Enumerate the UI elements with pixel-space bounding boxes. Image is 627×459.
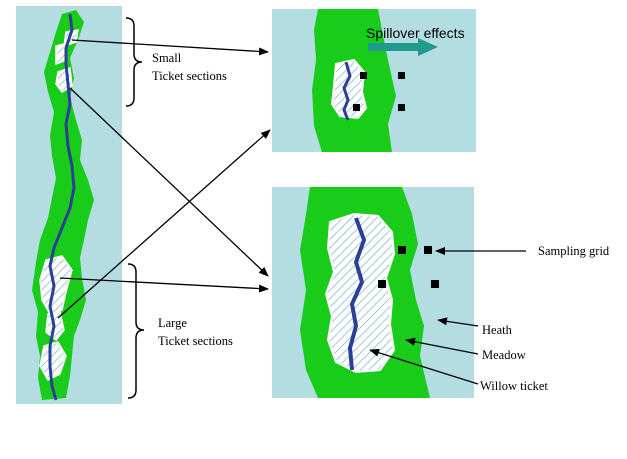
grid-point bbox=[398, 246, 406, 254]
overview-river bbox=[48, 13, 76, 401]
brace-small bbox=[125, 17, 143, 107]
grid-point bbox=[424, 246, 432, 254]
overview-thicket-large-c bbox=[39, 341, 67, 381]
arrow-willow bbox=[369, 348, 479, 385]
spillover-arrow bbox=[368, 38, 438, 56]
small-section-zoom-panel: Spillover effects bbox=[272, 9, 476, 152]
large-zoom-river bbox=[347, 217, 367, 371]
spillover-label: Spillover effects bbox=[366, 25, 465, 41]
small-sections-label-1: Small bbox=[152, 51, 182, 65]
heath-label: Heath bbox=[482, 323, 513, 337]
grid-point bbox=[378, 280, 386, 288]
large-zoom-thicket bbox=[324, 212, 396, 374]
large-section-zoom-panel bbox=[272, 187, 474, 398]
small-sections-label-2: Ticket sections bbox=[152, 69, 227, 83]
braces bbox=[125, 17, 145, 399]
small-zoom-river bbox=[342, 61, 352, 121]
river-overview-panel bbox=[16, 6, 122, 404]
large-sections-label-2: Ticket sections bbox=[158, 334, 233, 348]
arrow-small-to-bottom bbox=[69, 87, 269, 277]
grid-point bbox=[398, 104, 405, 111]
grid-point bbox=[398, 72, 405, 79]
small-sampling-grid bbox=[353, 72, 405, 111]
brace-large bbox=[127, 263, 145, 399]
arrow-meadow bbox=[405, 337, 479, 355]
large-sampling-grid bbox=[378, 246, 439, 288]
grid-point bbox=[353, 104, 360, 111]
large-sections-label-1: Large bbox=[158, 316, 187, 330]
grid-point bbox=[431, 280, 439, 288]
arrow-small-to-top bbox=[71, 39, 269, 56]
connector-arrows bbox=[57, 39, 526, 385]
overview-thicket-large-a bbox=[39, 255, 73, 315]
grid-point bbox=[360, 72, 367, 79]
arrow-large-to-bottom bbox=[59, 277, 269, 293]
sampling-grid-label: Sampling grid bbox=[538, 244, 610, 258]
arrow-heath bbox=[437, 317, 479, 327]
meadow-label: Meadow bbox=[482, 348, 526, 362]
willow-ticket-label: Willow ticket bbox=[480, 379, 548, 393]
arrow-large-to-top bbox=[57, 129, 271, 319]
small-zoom-thicket bbox=[330, 58, 368, 120]
